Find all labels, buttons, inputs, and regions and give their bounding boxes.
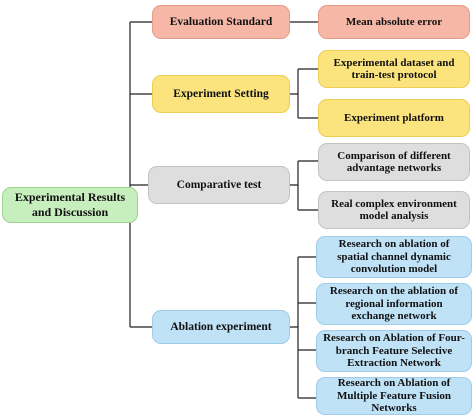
leaf-mean-absolute-error[interactable]: Mean absolute error — [318, 5, 470, 39]
branch-evaluation-standard[interactable]: Evaluation Standard — [152, 5, 290, 39]
leaf-ablation-feature-fusion[interactable]: Research on Ablation of Multiple Feature… — [316, 377, 472, 415]
leaf-ablation-spatial-channel[interactable]: Research on ablation of spatial channel … — [316, 236, 472, 278]
branch-ablation-experiment[interactable]: Ablation experiment — [152, 310, 290, 344]
root-node[interactable]: Experimental Results and Discussion — [2, 187, 138, 223]
leaf-ablation-four-branch[interactable]: Research on Ablation of Four-branch Feat… — [316, 330, 472, 372]
branch-experiment-setting[interactable]: Experiment Setting — [152, 75, 290, 113]
leaf-real-environment[interactable]: Real complex environment model analysis — [318, 191, 470, 229]
branch-comparative-test[interactable]: Comparative test — [148, 166, 290, 204]
leaf-experiment-platform[interactable]: Experiment platform — [318, 99, 470, 137]
leaf-dataset-protocol[interactable]: Experimental dataset and train-test prot… — [318, 50, 470, 88]
leaf-ablation-regional-exchange[interactable]: Research on the ablation of regional inf… — [316, 283, 472, 325]
leaf-comparison-networks[interactable]: Comparison of different advantage networ… — [318, 143, 470, 181]
